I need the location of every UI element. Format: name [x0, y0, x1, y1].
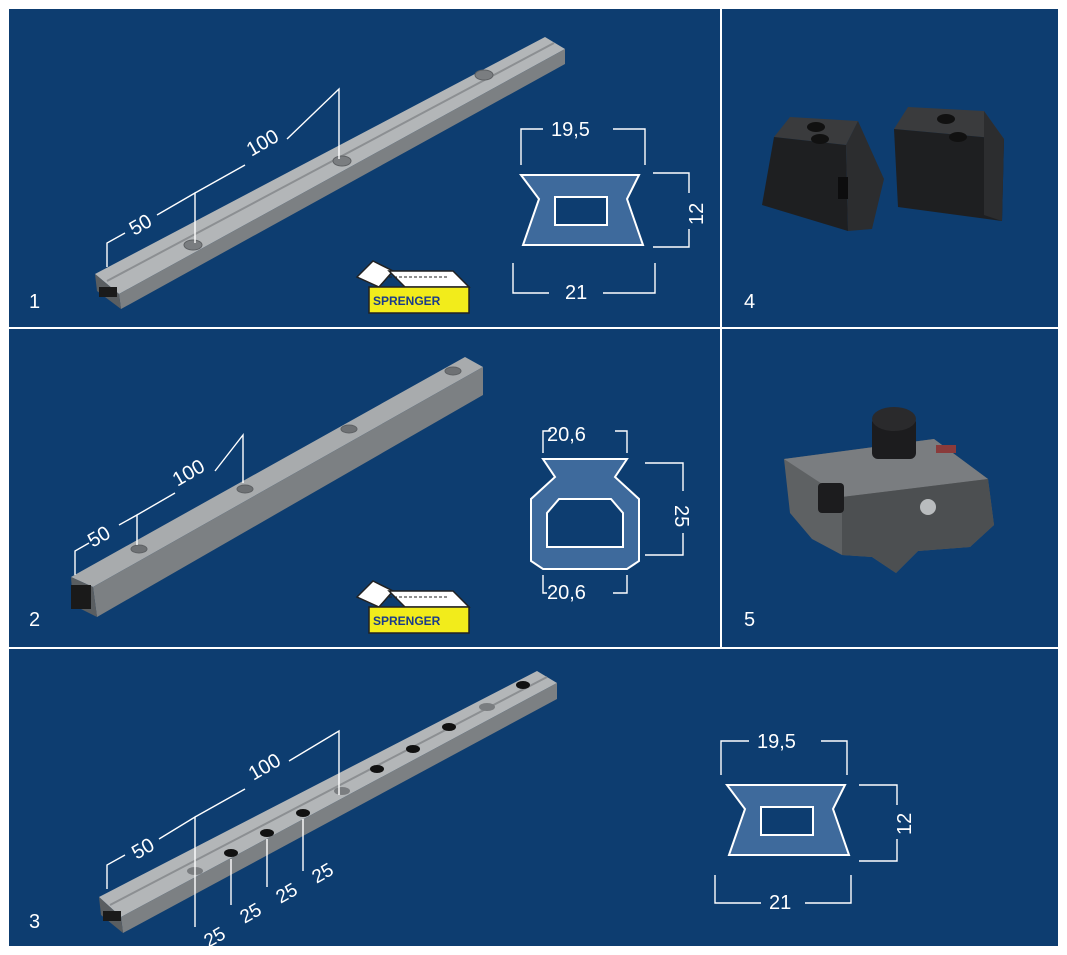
dim-spacing-b-1: 100: [243, 126, 283, 162]
sprenger-badge-2: SPRENGER: [373, 614, 441, 628]
dim-spacing-a-3: 50: [128, 834, 158, 864]
dim-line-a-1: [106, 232, 126, 267]
dim-spacing-b-2: 100: [169, 456, 209, 492]
dim-pitch-3-c: 25: [273, 880, 302, 909]
panel-2: 50 100 20,6 20,6 25 SPRENGER 2: [9, 329, 720, 647]
panel-1-drawing: 50 100 19,5 21 12 SPRENGER: [95, 37, 708, 314]
profile-section-3: [725, 784, 851, 856]
dim-spacing-a-1: 50: [126, 210, 156, 240]
dim-line-b-1b: [286, 87, 340, 159]
panel-5: 5: [722, 329, 1058, 647]
dim-pitch-3-b: 25: [237, 900, 266, 929]
dim-bottom-width-2: 20,6: [547, 582, 586, 604]
panel-4-drawing: [762, 107, 1004, 231]
panel-number-2: 2: [29, 609, 41, 631]
dim-top-width-2: 20,6: [547, 424, 586, 446]
panel-number-5: 5: [744, 609, 756, 631]
sprenger-badge-1: SPRENGER: [373, 294, 441, 308]
panel-3-drawing: 50 100 25 25 25 25 19,5 21 12: [99, 671, 916, 946]
panel-2-drawing: 50 100 20,6 20,6 25 SPRENGER: [71, 357, 692, 634]
track-car-slider-icon: [784, 407, 994, 573]
panel-1: 50 100 19,5 21 12 SPRENGER: [9, 9, 720, 327]
dim-height-3: 12: [894, 813, 916, 835]
dim-pitch-3-d: 25: [309, 860, 338, 889]
dim-line-b-1: [194, 164, 246, 194]
panel-5-drawing: [784, 407, 994, 573]
profile-section-1: [519, 174, 645, 246]
package-box-icon: SPRENGER: [355, 260, 471, 314]
track-rail-1: [95, 37, 565, 309]
dim-pitch-3-a: 25: [201, 924, 230, 946]
dim-top-width-1: 19,5: [551, 119, 590, 141]
end-stop-block-icon: [762, 117, 884, 231]
dim-bottom-width-3: 21: [769, 892, 791, 914]
track-rail-3: [99, 671, 557, 933]
panel-3: 50 100 25 25 25 25 19,5 21 12 3: [9, 649, 1058, 946]
dim-spacing-a-2: 50: [84, 522, 114, 552]
dim-height-2: 25: [670, 505, 692, 527]
dim-spacing-b-3: 100: [245, 750, 285, 786]
panel-number-3: 3: [29, 911, 41, 933]
dim-height-1: 12: [686, 203, 708, 225]
package-box-icon-2: SPRENGER: [355, 580, 471, 634]
profile-section-2: [530, 458, 640, 570]
track-rail-2: [71, 357, 483, 617]
panel-number-4: 4: [744, 291, 756, 313]
end-stop-block-icon-2: [894, 107, 1004, 221]
dim-top-width-3: 19,5: [757, 731, 796, 753]
dim-bottom-width-1: 21: [565, 282, 587, 304]
panel-4: 4: [722, 9, 1058, 327]
panel-number-1: 1: [29, 291, 41, 313]
